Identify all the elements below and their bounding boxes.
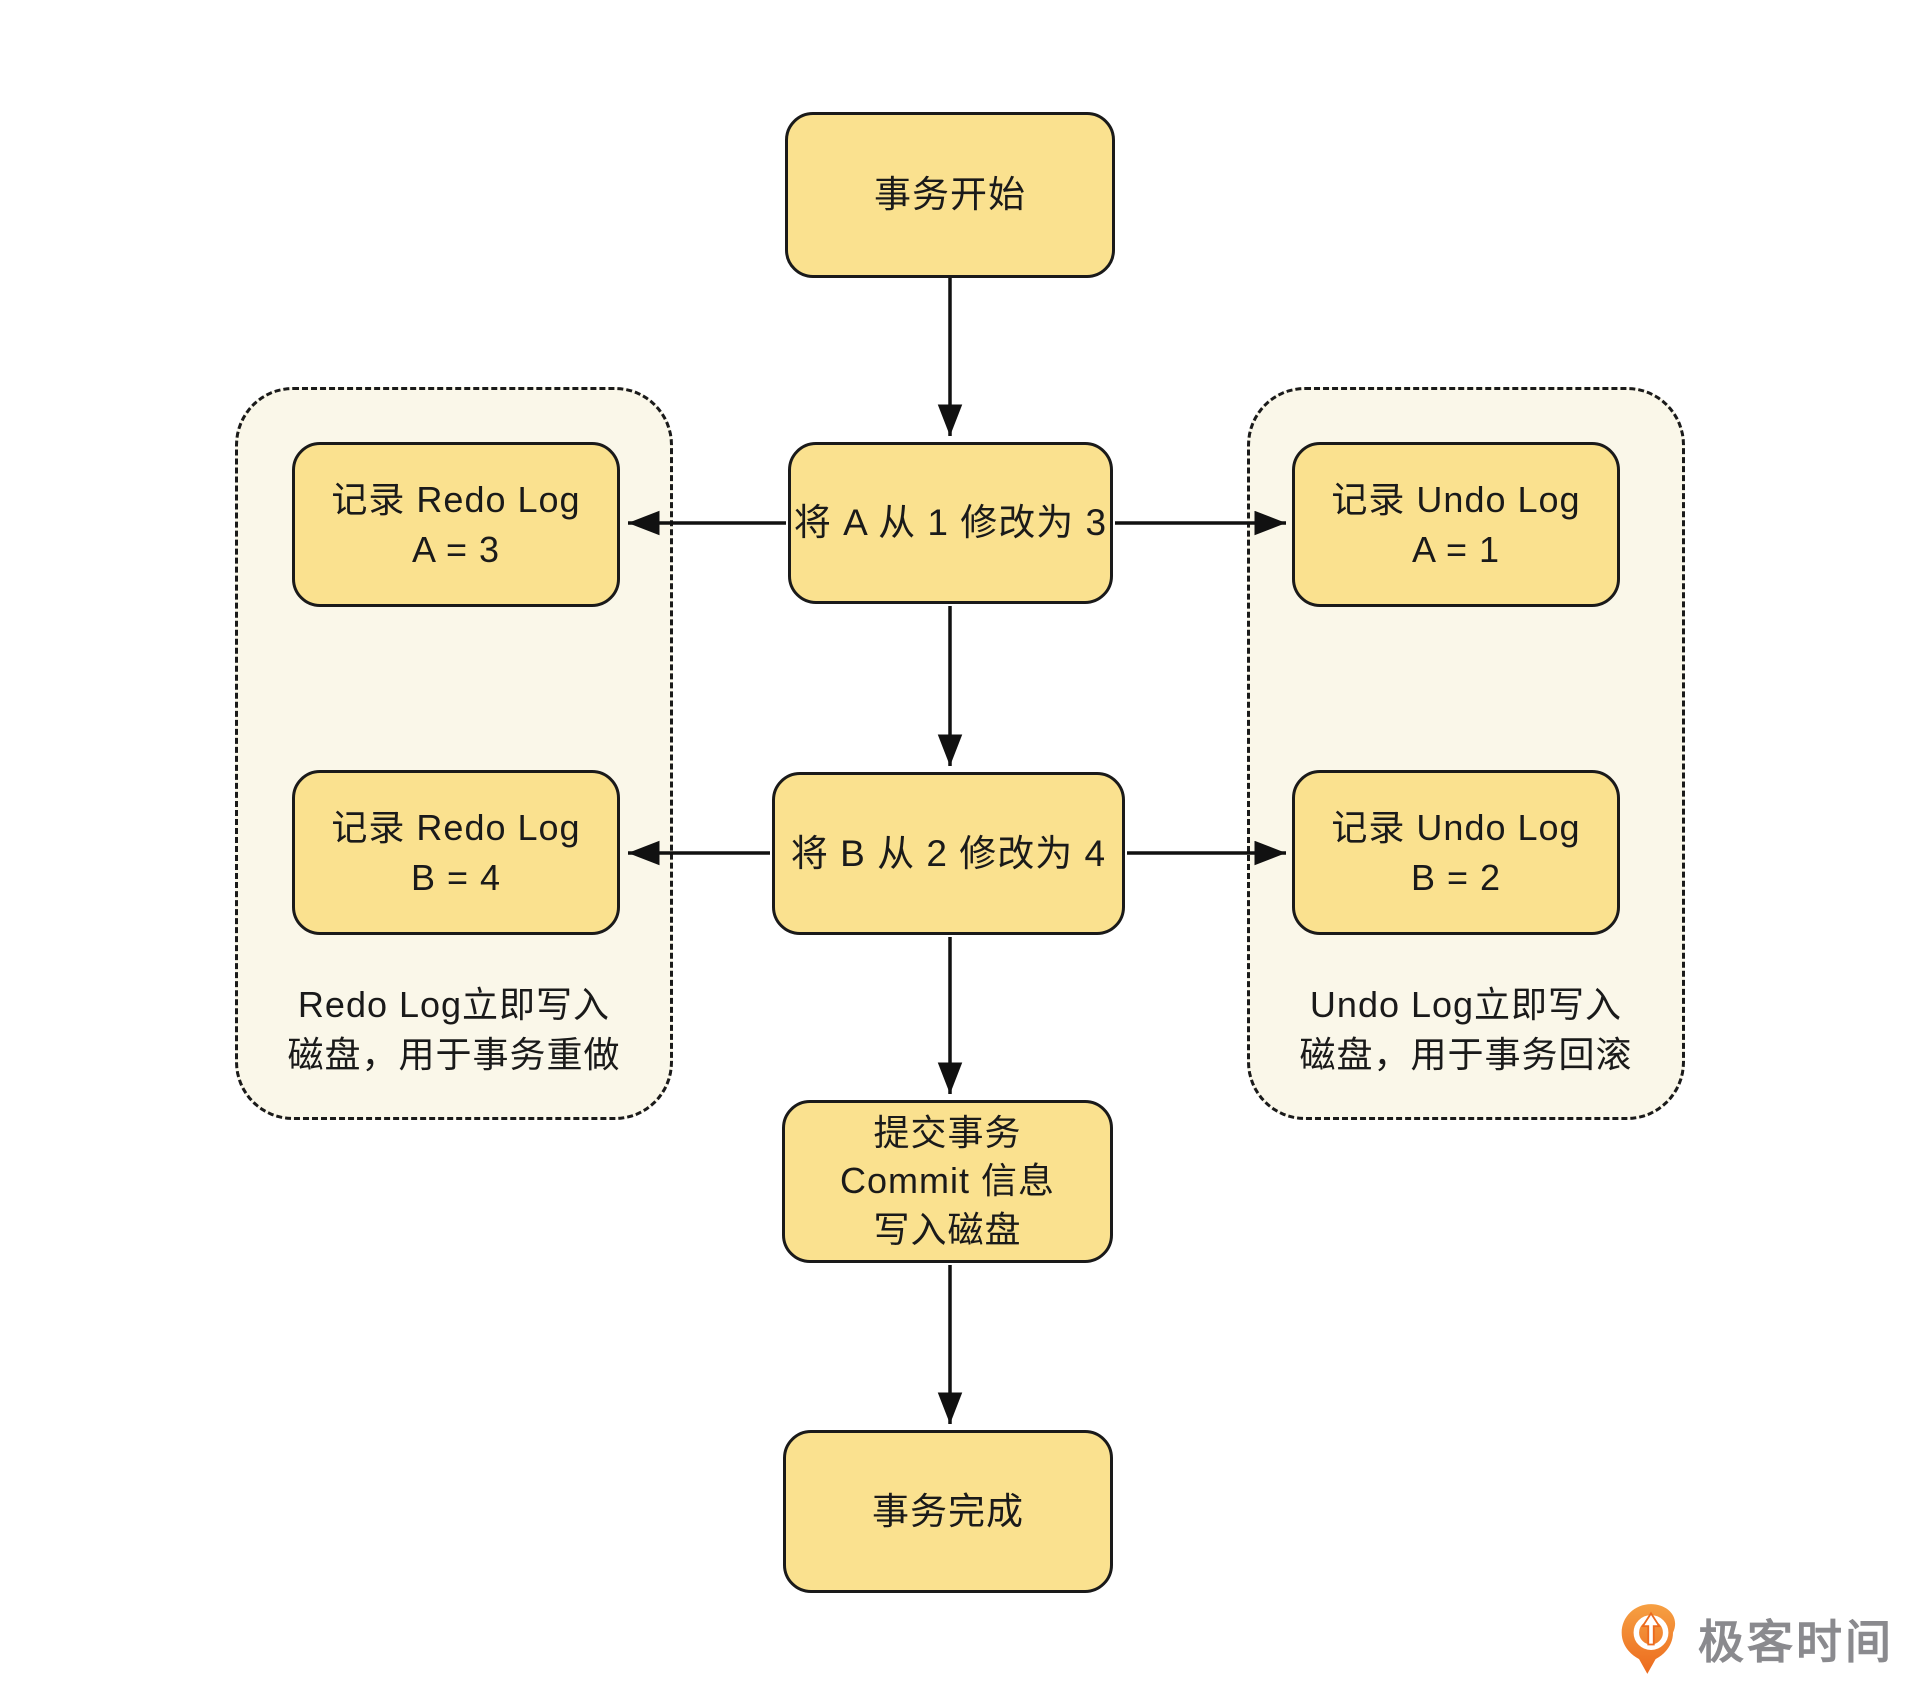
node-undo-log-b-line2: B = 2	[1410, 856, 1502, 898]
node-commit-line3: 写入磁盘	[873, 1208, 1022, 1250]
node-modify-a-label: 将 A 从 1 修改为 3	[793, 502, 1108, 544]
node-modify-a: 将 A 从 1 修改为 3	[788, 442, 1113, 604]
geektime-brand: 极客时间	[1618, 1602, 1894, 1676]
node-undo-log-b-line1: 记录 Undo Log	[1331, 806, 1581, 848]
redo-log-note-line1: Redo Log立即写入	[297, 983, 611, 1025]
node-commit: 提交事务 Commit 信息 写入磁盘	[782, 1100, 1113, 1263]
node-undo-log-b: 记录 Undo Log B = 2	[1292, 770, 1620, 935]
undo-log-note: Undo Log立即写入 磁盘，用于事务回滚	[1260, 970, 1672, 1090]
undo-log-note-line1: Undo Log立即写入	[1309, 983, 1623, 1025]
node-undo-log-a: 记录 Undo Log A = 1	[1292, 442, 1620, 607]
redo-log-note: Redo Log立即写入 磁盘，用于事务重做	[248, 970, 660, 1090]
node-transaction-start-label: 事务开始	[874, 174, 1026, 216]
node-undo-log-a-line2: A = 1	[1411, 528, 1501, 570]
node-redo-log-a-line1: 记录 Redo Log	[331, 478, 581, 520]
geektime-logo-icon	[1621, 1604, 1676, 1674]
undo-log-note-line2: 磁盘，用于事务回滚	[1299, 1034, 1633, 1075]
node-commit-line1: 提交事务	[873, 1111, 1022, 1153]
node-modify-b: 将 B 从 2 修改为 4	[772, 772, 1125, 935]
node-transaction-start: 事务开始	[785, 112, 1115, 278]
node-commit-line2: Commit 信息	[840, 1160, 1055, 1202]
node-undo-log-a-line1: 记录 Undo Log	[1331, 478, 1581, 520]
node-transaction-done: 事务完成	[783, 1430, 1113, 1593]
node-redo-log-b-line2: B = 4	[410, 856, 502, 898]
node-redo-log-b: 记录 Redo Log B = 4	[292, 770, 620, 935]
node-modify-b-label: 将 B 从 2 修改为 4	[790, 832, 1107, 874]
node-redo-log-a: 记录 Redo Log A = 3	[292, 442, 620, 607]
node-transaction-done-label: 事务完成	[872, 1490, 1024, 1532]
node-redo-log-a-line2: A = 3	[411, 528, 501, 570]
geektime-brand-text: 极客时间	[1698, 1616, 1894, 1668]
node-redo-log-b-line1: 记录 Redo Log	[331, 806, 581, 848]
redo-log-note-line2: 磁盘，用于事务重做	[287, 1034, 621, 1075]
